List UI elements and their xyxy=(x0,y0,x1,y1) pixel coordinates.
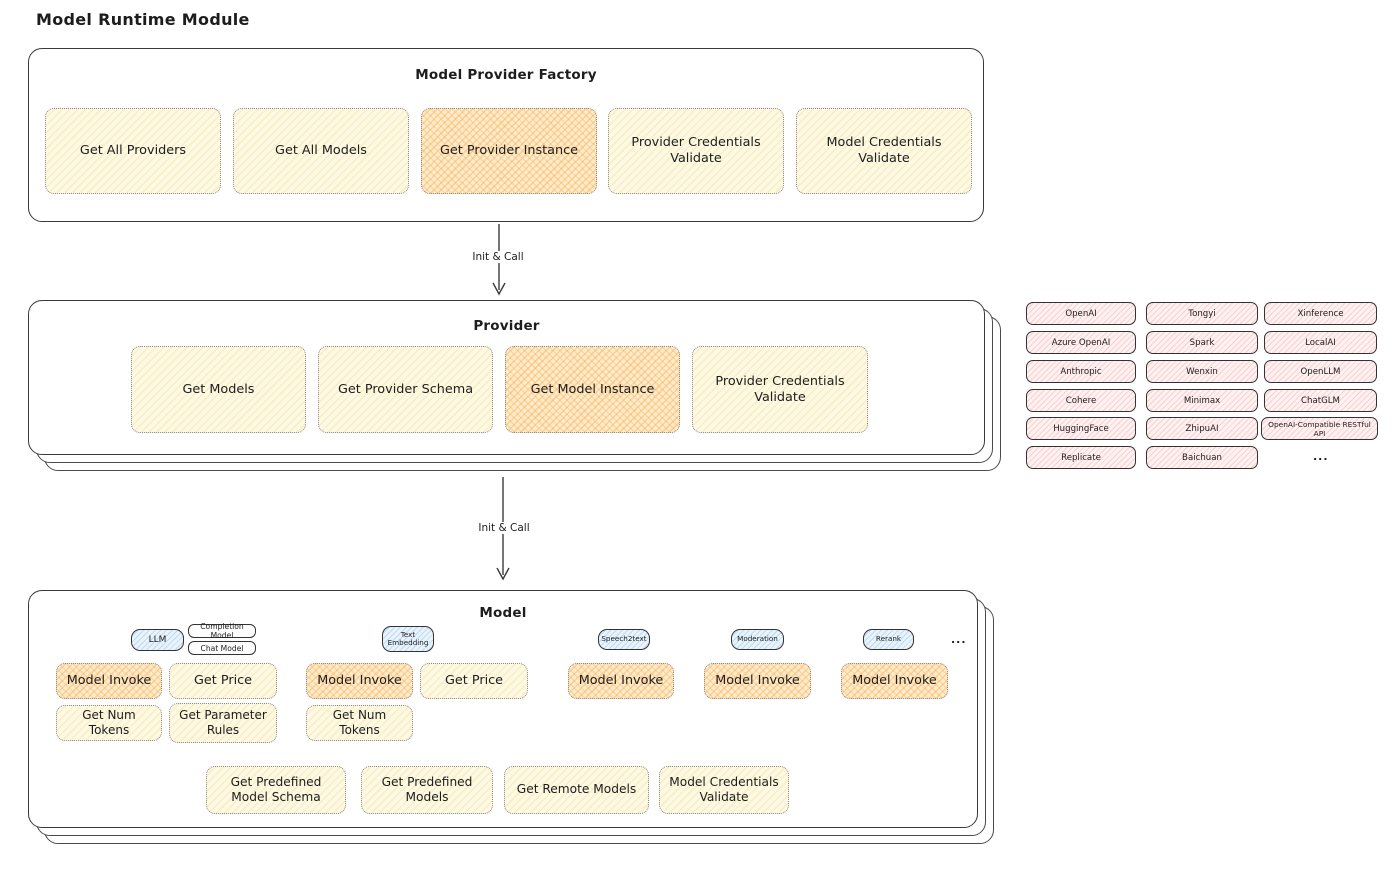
provider-cell-azure-openai: Azure OpenAI xyxy=(1026,331,1136,354)
provider-cell-openai: OpenAI xyxy=(1026,302,1136,325)
model-container: Model LLM Completion Model Chat Model Te… xyxy=(28,590,978,828)
tab-completion-model: Completion Model xyxy=(188,622,256,640)
factory-get-provider-instance: Get Provider Instance xyxy=(421,108,597,194)
provider-get-model-instance: Get Model Instance xyxy=(505,346,680,433)
llm-model-invoke: Model Invoke xyxy=(56,663,162,699)
provider-cell-spark: Spark xyxy=(1146,331,1258,354)
factory-model-credentials-validate: Model Credentials Validate xyxy=(796,108,972,194)
tab-rerank: Rerank xyxy=(863,629,914,650)
provider-title: Provider xyxy=(473,318,540,334)
factory-get-all-models: Get All Models xyxy=(233,108,409,194)
get-predefined-models: Get Predefined Models xyxy=(361,766,493,814)
page-title: Model Runtime Module xyxy=(36,10,250,29)
model-title: Model xyxy=(479,605,527,621)
provider-cell-xinference: Xinference xyxy=(1264,302,1377,325)
provider-cell-baichuan: Baichuan xyxy=(1146,446,1258,469)
provider-credentials-validate: Provider Credentials Validate xyxy=(692,346,868,433)
llm-get-price: Get Price xyxy=(169,663,277,699)
tab-moderation: Moderation xyxy=(731,629,784,650)
provider-cell-openai-compatible: OpenAI-Compatible RESTful API xyxy=(1261,417,1378,440)
factory-get-all-providers: Get All Providers xyxy=(45,108,221,194)
tab-speech2text: Speech2text xyxy=(598,629,650,650)
providers-more-ellipsis: ... xyxy=(1313,450,1329,463)
factory-provider-credentials-validate: Provider Credentials Validate xyxy=(608,108,784,194)
llm-get-num-tokens: Get Num Tokens xyxy=(56,705,162,741)
llm-get-parameter-rules: Get Parameter Rules xyxy=(169,703,277,743)
provider-cell-anthropic: Anthropic xyxy=(1026,360,1136,383)
te-get-num-tokens: Get Num Tokens xyxy=(306,705,413,741)
init-call-label-2: Init & Call xyxy=(474,522,534,534)
factory-container: Model Provider Factory Get All Providers… xyxy=(28,48,984,222)
init-call-label-1: Init & Call xyxy=(468,251,528,263)
provider-cell-localai: LocalAI xyxy=(1264,331,1377,354)
provider-cell-cohere: Cohere xyxy=(1026,389,1136,412)
rerank-model-invoke: Model Invoke xyxy=(841,663,948,699)
tab-chat-model: Chat Model xyxy=(188,641,256,655)
tab-text-embedding: Text Embedding xyxy=(382,626,434,652)
provider-get-models: Get Models xyxy=(131,346,306,433)
moderation-model-invoke: Model Invoke xyxy=(704,663,811,699)
get-remote-models: Get Remote Models xyxy=(504,766,649,814)
provider-cell-wenxin: Wenxin xyxy=(1146,360,1258,383)
model-credentials-validate: Model Credentials Validate xyxy=(659,766,789,814)
s2t-model-invoke: Model Invoke xyxy=(568,663,674,699)
te-get-price: Get Price xyxy=(420,663,528,699)
provider-cell-huggingface: HuggingFace xyxy=(1026,417,1136,440)
tabs-more-ellipsis: ... xyxy=(951,633,967,646)
provider-cell-zhipuai: ZhipuAI xyxy=(1146,417,1258,440)
provider-get-provider-schema: Get Provider Schema xyxy=(318,346,493,433)
provider-cell-replicate: Replicate xyxy=(1026,446,1136,469)
provider-cell-openllm: OpenLLM xyxy=(1264,360,1377,383)
provider-cell-tongyi: Tongyi xyxy=(1146,302,1258,325)
provider-cell-minimax: Minimax xyxy=(1146,389,1258,412)
tab-llm: LLM xyxy=(131,629,184,651)
get-predefined-model-schema: Get Predefined Model Schema xyxy=(206,766,346,814)
te-model-invoke: Model Invoke xyxy=(306,663,413,699)
provider-container: Provider Get Models Get Provider Schema … xyxy=(28,300,985,455)
factory-title: Model Provider Factory xyxy=(415,67,597,83)
provider-cell-chatglm: ChatGLM xyxy=(1264,389,1377,412)
